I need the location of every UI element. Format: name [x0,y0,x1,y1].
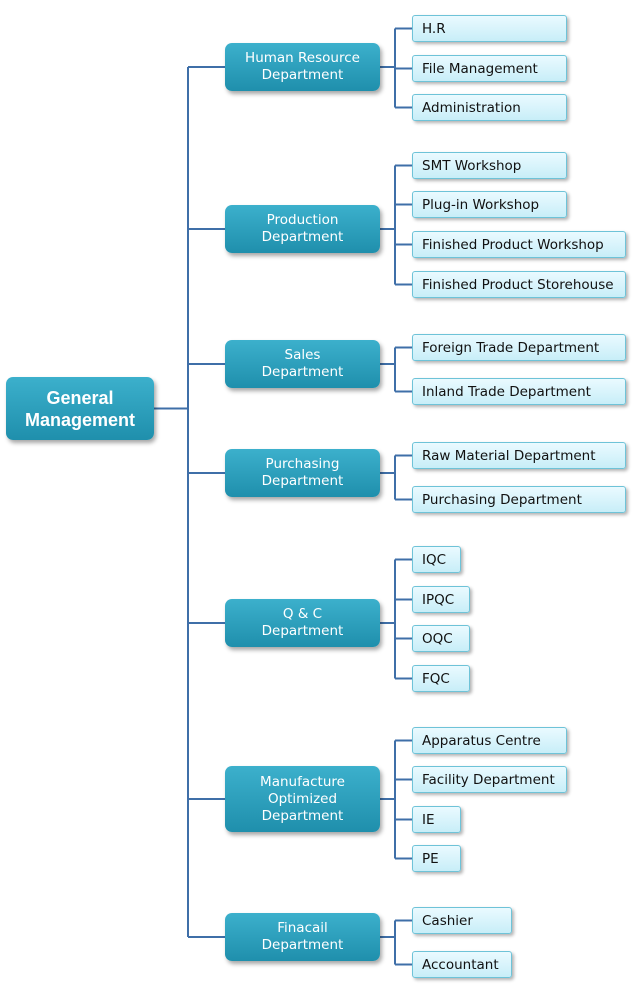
leaf-raw-material: Raw Material Department [412,442,626,469]
dept-human-resource: Human Resource Department [225,43,380,91]
leaf-finished-product-workshop: Finished Product Workshop [412,231,626,258]
dept-financial: Finacail Department [225,913,380,961]
dept-production: Production Department [225,205,380,253]
dept-qc: Q & C Department [225,599,380,647]
leaf-pe: PE [412,845,461,872]
leaf-accountant: Accountant [412,951,512,978]
leaf-fqc: FQC [412,665,470,692]
leaf-finished-product-storehouse: Finished Product Storehouse [412,271,626,298]
leaf-file-management: File Management [412,55,567,82]
leaf-foreign-trade: Foreign Trade Department [412,334,626,361]
leaf-inland-trade: Inland Trade Department [412,378,626,405]
leaf-ie: IE [412,806,461,833]
dept-manufacture-optimized: Manufacture Optimized Department [225,766,380,832]
leaf-iqc: IQC [412,546,461,573]
dept-sales: Sales Department [225,340,380,388]
leaf-facility-department: Facility Department [412,766,567,793]
leaf-plug-in-workshop: Plug-in Workshop [412,191,567,218]
leaf-hr: H.R [412,15,567,42]
dept-purchasing: Purchasing Department [225,449,380,497]
leaf-oqc: OQC [412,625,470,652]
leaf-cashier: Cashier [412,907,512,934]
leaf-ipqc: IPQC [412,586,470,613]
leaf-apparatus-centre: Apparatus Centre [412,727,567,754]
leaf-smt-workshop: SMT Workshop [412,152,567,179]
leaf-administration: Administration [412,94,567,121]
general-management-node: General Management [6,377,154,440]
leaf-purchasing: Purchasing Department [412,486,626,513]
